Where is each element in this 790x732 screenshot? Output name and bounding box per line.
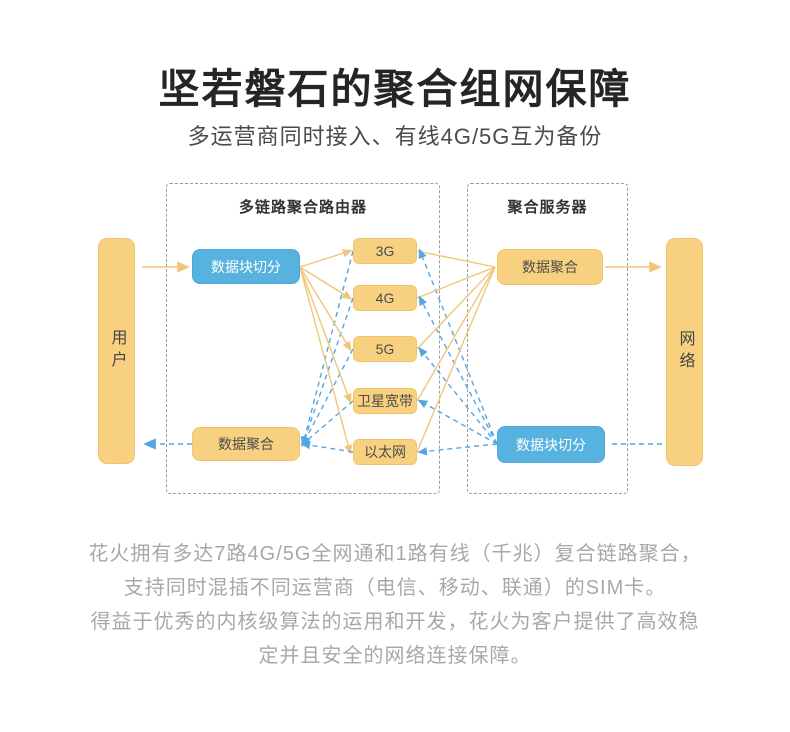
- channel-node-3g: 3G: [353, 238, 417, 264]
- channel-node-4g: 4G: [353, 285, 417, 311]
- server-merge-box: 数据聚合: [497, 249, 603, 285]
- server-group-box: 聚合服务器: [467, 183, 628, 494]
- server-group-title: 聚合服务器: [507, 199, 588, 216]
- network-diagram: 多链路聚合路由器 聚合服务器 用户 网络 数据块切分 数据聚合 3G 4G 5G…: [0, 183, 790, 498]
- connector-lines: [142, 248, 662, 456]
- description-text: 花火拥有多达7路4G/5G全网通和1路有线（千兆）复合链路聚合， 支持同时混插不…: [0, 537, 790, 673]
- channel-node-5g: 5G: [353, 336, 417, 362]
- description-line: 得益于优秀的内核级算法的运用和开发，花火为客户提供了高效稳: [90, 611, 700, 633]
- page-subtitle: 多运营商同时接入、有线4G/5G互为备份: [187, 124, 603, 149]
- description-line: 定并且安全的网络连接保障。: [258, 645, 532, 667]
- channel-node-ethernet: 以太网: [353, 439, 417, 465]
- user-node: 用户: [98, 238, 135, 464]
- server-split-box: 数据块切分: [497, 426, 605, 463]
- network-node: 网络: [666, 238, 703, 466]
- description-line: 花火拥有多达7路4G/5G全网通和1路有线（千兆）复合链路聚合，: [88, 543, 702, 565]
- router-group-box: 多链路聚合路由器: [166, 183, 440, 494]
- router-split-box: 数据块切分: [192, 249, 300, 284]
- description-line: 支持同时混插不同运营商（电信、移动、联通）的SIM卡。: [123, 577, 667, 599]
- router-merge-box: 数据聚合: [192, 427, 300, 461]
- router-group-title: 多链路聚合路由器: [238, 199, 367, 216]
- channel-node-satellite: 卫星宽带: [353, 388, 417, 414]
- page-title: 坚若磐石的聚合组网保障: [158, 66, 632, 112]
